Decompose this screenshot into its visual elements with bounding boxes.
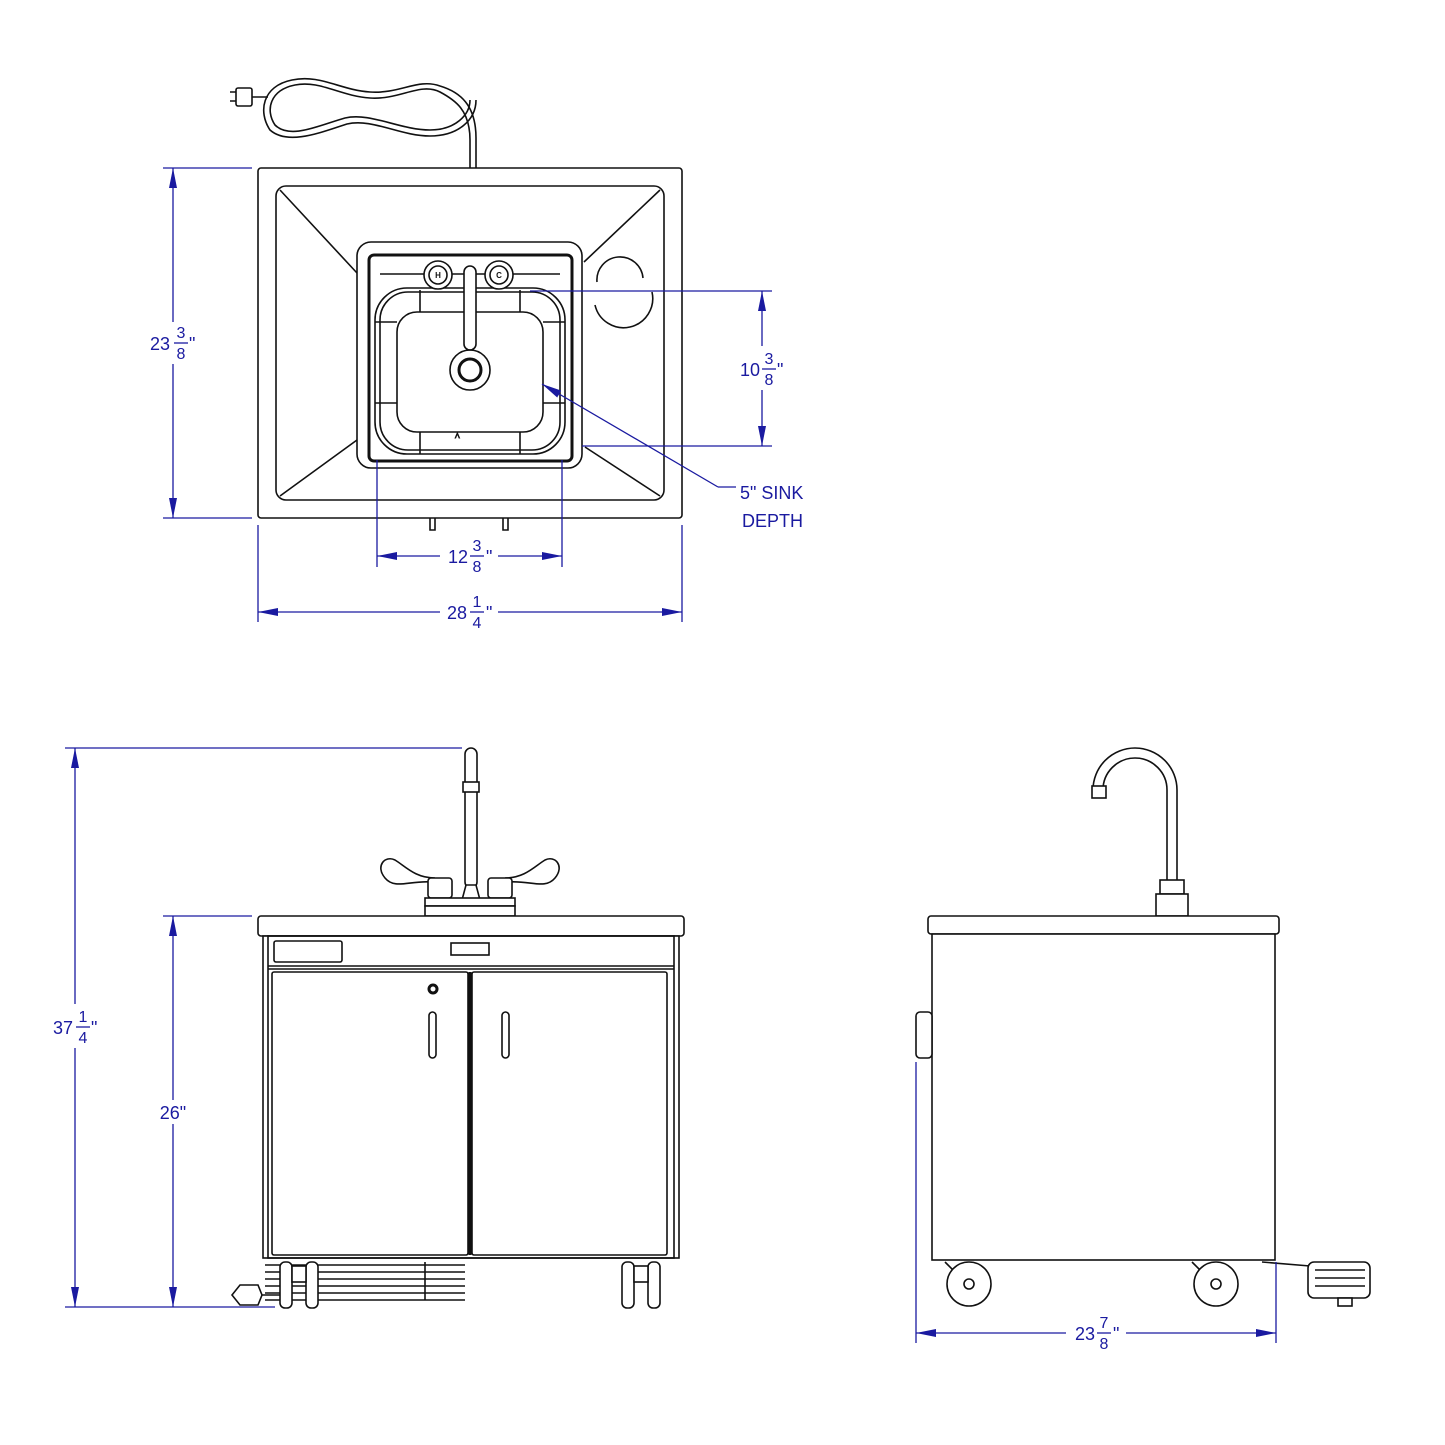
dim-den: 4	[473, 615, 482, 632]
plug-icon	[230, 1284, 263, 1306]
sink-flange	[367, 253, 574, 463]
hot-label: H	[435, 271, 441, 280]
sink-depth-label-2: DEPTH	[742, 511, 803, 531]
cold-label: C	[496, 271, 502, 280]
dim-whole: 12	[448, 547, 468, 567]
faucet	[380, 747, 560, 917]
caster-left	[279, 1261, 319, 1309]
front-view	[230, 747, 685, 1309]
dim-unit: "	[777, 360, 783, 380]
right-wing-handle	[504, 858, 560, 885]
dim-den: 4	[79, 1030, 88, 1047]
sink-depth-label: 5" SINK	[740, 483, 803, 503]
counter-tray	[275, 185, 665, 501]
side-caster-right	[1191, 1261, 1239, 1307]
dim-den: 8	[473, 559, 482, 576]
right-door[interactable]	[471, 971, 668, 1256]
lock-icon	[427, 983, 439, 995]
dimension-overall-height: 37 1 4 "	[45, 747, 462, 1308]
left-wing-handle	[380, 858, 436, 885]
dimension-counter-height: 26"	[150, 915, 252, 1307]
power-cord	[230, 77, 477, 168]
dim-whole: 28	[447, 603, 467, 623]
dim-num: 7	[1100, 1315, 1109, 1332]
dimension-sink-depth-callout: 5" SINK DEPTH	[541, 383, 803, 531]
dim-unit: "	[486, 547, 492, 567]
caster-right	[621, 1261, 661, 1309]
hot-handle: H	[423, 260, 453, 290]
spout	[463, 265, 477, 351]
towel-holder-icon	[594, 256, 654, 329]
foot-pedal	[1261, 1261, 1371, 1307]
left-door[interactable]	[271, 971, 469, 1256]
side-cabinet	[931, 933, 1276, 1261]
dimension-depth-top: 23 3 8 "	[145, 167, 252, 519]
svg-text:^: ^	[455, 432, 460, 443]
dim-num: 3	[177, 325, 186, 342]
label-plate	[273, 940, 343, 963]
side-caster-left	[944, 1261, 992, 1307]
plug-icon	[235, 87, 253, 107]
dim-unit: "	[91, 1018, 97, 1038]
dimension-bowl-width: 12 3 8 "	[376, 460, 563, 578]
cold-handle: C	[484, 260, 514, 290]
dim-den: 8	[1100, 1336, 1109, 1353]
dim-den: 8	[177, 346, 186, 363]
gooseneck-faucet	[1091, 747, 1189, 917]
dim-num: 1	[79, 1009, 88, 1026]
dim-whole: 23	[1075, 1324, 1095, 1344]
dim-whole: 23	[150, 334, 170, 354]
dimension-width: 28 1 4 "	[257, 525, 683, 634]
dimension-side-depth: 23 7 8 "	[915, 1062, 1277, 1355]
dimension-bowl-front-back: 10 3 8 "	[530, 290, 793, 447]
dim-num: 3	[765, 351, 774, 368]
dim-unit: "	[1113, 1324, 1119, 1344]
side-countertop	[927, 915, 1280, 935]
sink-rim	[356, 241, 583, 469]
dim-whole: 10	[740, 360, 760, 380]
top-view: H C ^	[230, 77, 683, 531]
dim-whole: 37	[53, 1018, 73, 1038]
dim-num: 3	[473, 538, 482, 555]
right-door-handle[interactable]	[501, 1011, 510, 1059]
coiled-hose	[265, 1262, 465, 1301]
side-handle[interactable]	[915, 1011, 933, 1059]
dim-unit: "	[189, 334, 195, 354]
dim-unit: "	[486, 603, 492, 623]
dim-label: 26"	[160, 1103, 186, 1123]
drain-icon	[449, 349, 491, 391]
dim-num: 1	[473, 594, 482, 611]
left-door-handle[interactable]	[428, 1011, 437, 1059]
side-view	[915, 747, 1371, 1307]
dim-den: 8	[765, 372, 774, 389]
logo-icon	[450, 942, 490, 956]
countertop	[257, 915, 685, 937]
